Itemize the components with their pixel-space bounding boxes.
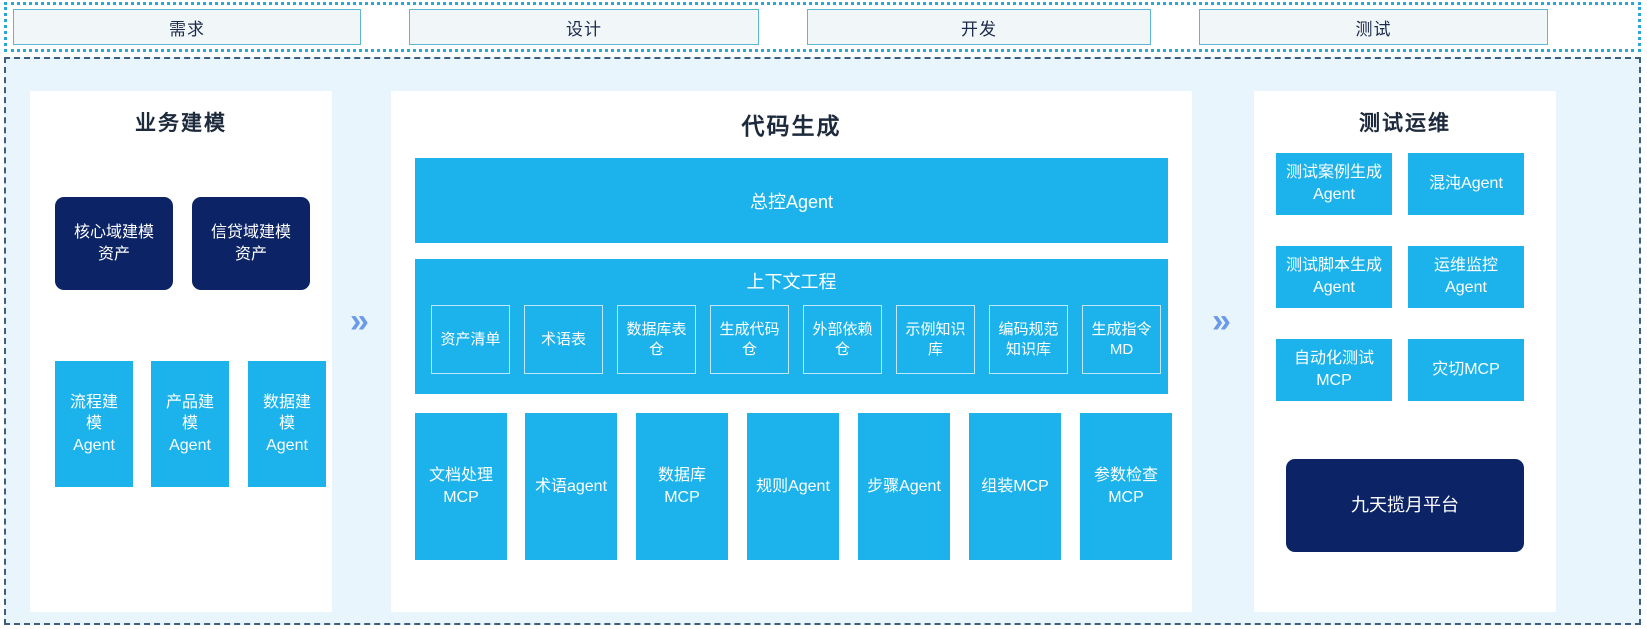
- control-agent-label: 总控Agent: [749, 191, 834, 212]
- context-item-label: 术语表: [540, 330, 586, 348]
- panel-title-test-ops: 测试运维: [1359, 112, 1451, 135]
- testops-card-label: 测试案例生成Agent: [1286, 164, 1383, 203]
- context-item-glossary[interactable]: 术语表: [524, 305, 603, 374]
- context-item-label: 生成指令MD: [1091, 321, 1152, 358]
- tool-card-label: 参数检查MCP: [1093, 466, 1158, 506]
- tool-card-glossary-agent[interactable]: 术语agent: [525, 413, 617, 560]
- testops-card-label: 自动化测试MCP: [1293, 350, 1374, 389]
- context-item-external-dependency-repo[interactable]: 外部依赖仓: [803, 305, 882, 374]
- panel-business-modeling: 业务建模 核心域建模资产 信贷域建模资产 流程建模Agent 产品建模Agent…: [30, 91, 332, 612]
- testops-card-ops-monitoring-agent[interactable]: 运维监控Agent: [1408, 246, 1524, 308]
- tool-card-label: 规则Agent: [756, 477, 830, 495]
- tool-card-label: 步骤Agent: [867, 477, 941, 495]
- agent-card-data-modeling[interactable]: 数据建模Agent: [248, 361, 326, 487]
- asset-card-label: 信贷域建模资产: [210, 223, 291, 263]
- testops-card-label: 运维监控Agent: [1433, 257, 1498, 296]
- stage-label: 测试: [1355, 19, 1392, 39]
- architecture-region: 业务建模 核心域建模资产 信贷域建模资产 流程建模Agent 产品建模Agent…: [4, 57, 1641, 625]
- stage-box-development[interactable]: 开发: [807, 9, 1151, 45]
- stage-box-requirements[interactable]: 需求: [13, 9, 361, 45]
- stage-label: 设计: [566, 19, 602, 39]
- panel-title-code-generation: 代码生成: [741, 113, 842, 139]
- context-item-label: 外部依赖仓: [812, 321, 873, 358]
- tool-card-parameter-check-mcp[interactable]: 参数检查MCP: [1080, 413, 1172, 560]
- panel-test-ops: 测试运维 测试案例生成Agent 混沌Agent 测试脚本生成Agent 运维监…: [1254, 91, 1556, 612]
- testops-card-label: 混沌Agent: [1429, 175, 1503, 193]
- testops-card-test-case-generation-agent[interactable]: 测试案例生成Agent: [1276, 153, 1392, 215]
- agent-card-label: 流程建模Agent: [69, 393, 118, 454]
- tool-card-rule-agent[interactable]: 规则Agent: [747, 413, 839, 560]
- platform-card-jiutian-lanyue[interactable]: 九天揽月平台: [1286, 459, 1524, 552]
- stage-label: 开发: [961, 19, 997, 39]
- testops-card-label: 灾切MCP: [1432, 361, 1500, 379]
- agent-card-label: 产品建模Agent: [165, 393, 214, 454]
- testops-card-label: 测试脚本生成Agent: [1286, 257, 1383, 296]
- tool-card-label: 数据库MCP: [657, 466, 706, 506]
- context-item-label: 示例知识库: [905, 321, 966, 358]
- context-item-label: 生成代码仓: [719, 321, 780, 358]
- tool-card-database-mcp[interactable]: 数据库MCP: [636, 413, 728, 560]
- flow-chevron-icon-right: »: [1212, 302, 1231, 340]
- agent-card-product-modeling[interactable]: 产品建模Agent: [151, 361, 229, 487]
- testops-card-test-script-generation-agent[interactable]: 测试脚本生成Agent: [1276, 246, 1392, 308]
- context-item-generation-instruction-md[interactable]: 生成指令MD: [1082, 305, 1161, 374]
- panel-title-business-modeling: 业务建模: [135, 112, 227, 135]
- tool-card-label: 组装MCP: [981, 477, 1049, 495]
- asset-card-label: 核心域建模资产: [73, 223, 154, 263]
- agent-card-process-modeling[interactable]: 流程建模Agent: [55, 361, 133, 487]
- platform-card-label: 九天揽月平台: [1351, 495, 1459, 516]
- context-item-coding-standard-knowledge-base[interactable]: 编码规范知识库: [989, 305, 1068, 374]
- testops-card-automated-test-mcp[interactable]: 自动化测试MCP: [1276, 339, 1392, 401]
- stage-box-testing[interactable]: 测试: [1199, 9, 1548, 45]
- asset-card-core-domain[interactable]: 核心域建模资产: [55, 197, 173, 290]
- context-item-label: 资产清单: [440, 330, 501, 348]
- context-item-generated-code-repo[interactable]: 生成代码仓: [710, 305, 789, 374]
- context-item-label: 数据库表仓: [626, 321, 687, 358]
- context-item-label: 编码规范知识库: [998, 321, 1059, 358]
- tool-card-document-processing-mcp[interactable]: 文档处理MCP: [415, 413, 507, 560]
- testops-card-chaos-agent[interactable]: 混沌Agent: [1408, 153, 1524, 215]
- tool-card-step-agent[interactable]: 步骤Agent: [858, 413, 950, 560]
- control-agent-bar[interactable]: 总控Agent: [415, 158, 1168, 243]
- flow-chevron-icon-left: »: [350, 302, 369, 340]
- stage-strip: 需求 设计 开发 测试: [4, 2, 1641, 52]
- stage-box-design[interactable]: 设计: [409, 9, 759, 45]
- stage-label: 需求: [169, 19, 205, 39]
- testops-card-disaster-switch-mcp[interactable]: 灾切MCP: [1408, 339, 1524, 401]
- context-engineering-title: 上下文工程: [746, 272, 837, 292]
- tool-card-label: 文档处理MCP: [428, 466, 493, 506]
- agent-card-label: 数据建模Agent: [262, 393, 311, 454]
- tool-card-assembly-mcp[interactable]: 组装MCP: [969, 413, 1061, 560]
- panel-code-generation: 代码生成 总控Agent 上下文工程 资产清单 术语表 数据库表仓 生成代码仓 …: [391, 91, 1192, 612]
- context-engineering-block: 上下文工程 资产清单 术语表 数据库表仓 生成代码仓 外部依赖仓 示例知识库 编…: [415, 259, 1168, 394]
- context-item-example-knowledge-base[interactable]: 示例知识库: [896, 305, 975, 374]
- tool-card-label: 术语agent: [534, 477, 608, 495]
- context-item-asset-list[interactable]: 资产清单: [431, 305, 510, 374]
- asset-card-credit-domain[interactable]: 信贷域建模资产: [192, 197, 310, 290]
- context-item-db-table-repo[interactable]: 数据库表仓: [617, 305, 696, 374]
